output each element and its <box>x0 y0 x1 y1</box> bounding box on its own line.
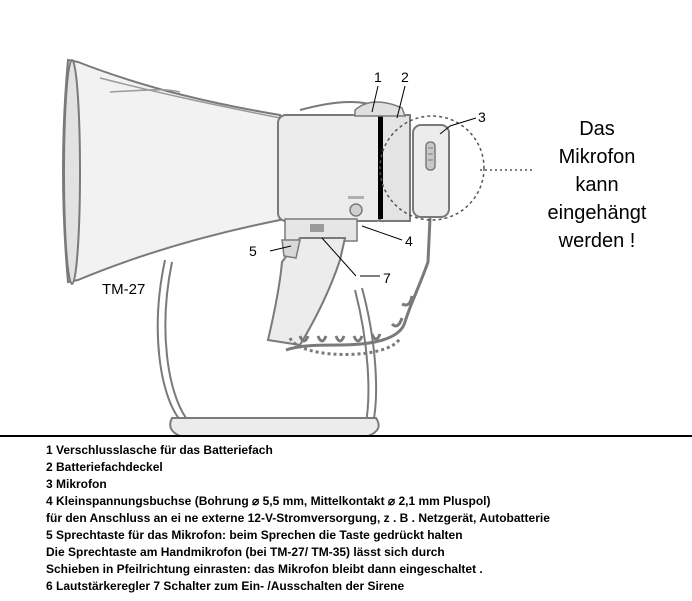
callout-3: 3 <box>478 109 486 125</box>
microphone-highlight-circle <box>379 115 485 221</box>
note-line: eingehängt <box>547 202 647 224</box>
coiled-cable <box>285 217 432 356</box>
legend-line: Schieben in Pfeilrichtung einrasten: das… <box>46 562 483 576</box>
trigger <box>281 239 301 259</box>
divider-line <box>0 435 692 437</box>
note-line: Mikrofon <box>558 146 636 168</box>
legend-line: 5 Sprechtaste für das Mikrofon: beim Spr… <box>46 528 463 542</box>
parts-legend: 1 Verschlusslasche für das Batteriefach … <box>46 442 686 595</box>
legend-line: für den Anschluss an ei ne externe 12-V-… <box>46 511 550 525</box>
legend-line: 3 Mikrofon <box>46 477 107 491</box>
microphone-note: Das Mikrofon kann eingehängt werden ! <box>512 115 682 255</box>
legend-line: 2 Batteriefachdeckel <box>46 460 163 474</box>
legend-line: 4 Kleinspannungsbuchse (Bohrung ⌀ 5,5 mm… <box>46 494 491 508</box>
legend-line: 6 Lautstärkeregler 7 Schalter zum Ein- /… <box>46 579 405 593</box>
callout-leaders <box>269 85 477 277</box>
callout-1: 1 <box>374 69 382 85</box>
hand-microphone <box>412 124 450 218</box>
model-label: TM-27 <box>102 281 145 298</box>
legend-line: 1 Verschlusslasche für das Batteriefach <box>46 443 273 457</box>
callout-5: 5 <box>249 243 257 259</box>
legend-line: Die Sprechtaste am Handmikrofon (bei TM-… <box>46 545 445 559</box>
strap-pad <box>169 417 380 437</box>
carrying-strap <box>156 259 378 429</box>
callout-7: 7 <box>383 270 391 286</box>
note-line: Das <box>579 118 615 140</box>
callout-4: 4 <box>405 233 413 249</box>
note-line: kann <box>575 174 619 196</box>
callout-2: 2 <box>401 69 409 85</box>
pistol-grip <box>266 237 347 347</box>
note-line: werden ! <box>558 230 636 252</box>
megaphone-body <box>277 101 411 242</box>
megaphone-horn <box>62 58 281 285</box>
